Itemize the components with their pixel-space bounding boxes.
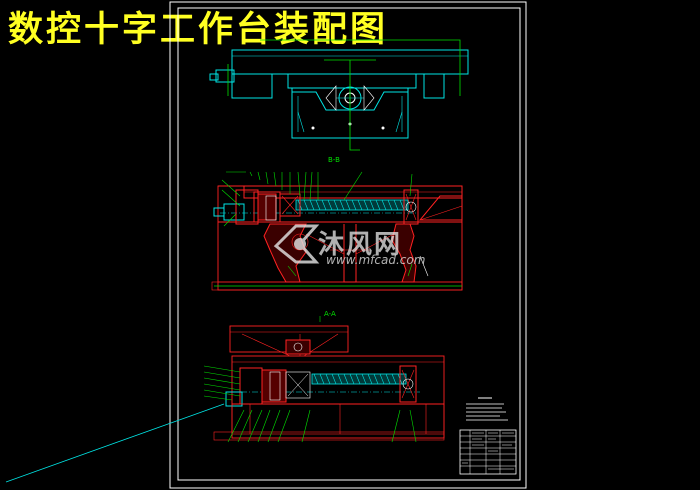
- middle-section-view: [211, 171, 463, 291]
- section-label-b: B-B: [328, 156, 340, 164]
- bottom-section-view: [5, 316, 445, 483]
- parts-list-table: [459, 429, 517, 475]
- watermark-site-name: 沐风网: [318, 230, 403, 260]
- sheet-inner-frame: [177, 7, 521, 481]
- technical-notes: [466, 397, 508, 421]
- watermark-logo: [273, 224, 320, 264]
- section-label-a: A-A: [324, 310, 336, 318]
- top-view: [209, 39, 469, 151]
- drawing-title: 数控十字工作台装配图: [8, 10, 389, 50]
- watermark-url: www.mfcad.com: [326, 253, 426, 267]
- sheet-outer-frame: [169, 1, 527, 489]
